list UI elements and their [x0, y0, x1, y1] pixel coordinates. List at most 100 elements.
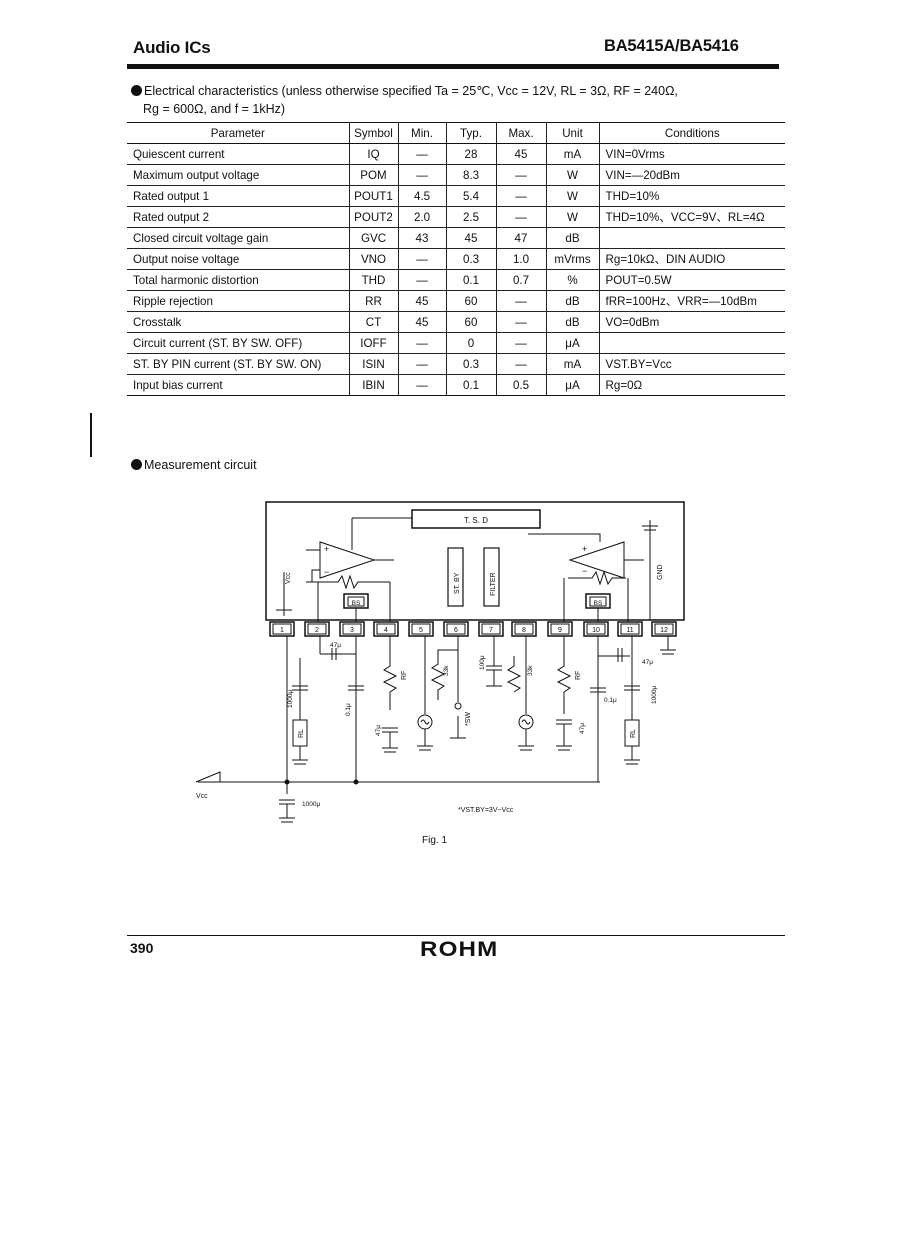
table-cell: 28	[445, 143, 496, 165]
table-header-cell: Conditions	[598, 122, 785, 144]
table-cell: ST. BY PIN current (ST. BY SW. ON)	[127, 353, 349, 375]
table-cell: —	[397, 269, 446, 291]
table-cell: 60	[445, 311, 496, 333]
table-cell: Ripple rejection	[127, 290, 349, 312]
table-cell: mA	[545, 143, 599, 165]
table-cell: —	[397, 143, 446, 165]
c1000-bottom-label: 1000μ	[302, 801, 320, 808]
c1000-label-left: 1000μ	[287, 690, 294, 708]
pin-box: 1	[269, 621, 295, 637]
table-header-cell: Min.	[397, 122, 446, 144]
table-cell: POUT1	[348, 185, 398, 207]
table-cell: —	[495, 332, 546, 354]
amplifier-right	[568, 541, 625, 579]
pin-box: 7	[478, 621, 504, 637]
table-cell: IBIN	[348, 374, 398, 396]
pin-box-outline	[339, 621, 365, 637]
table-cell: Maximum output voltage	[127, 164, 349, 186]
pin-box-inner	[446, 623, 466, 635]
table-cell: Input bias current	[127, 374, 349, 396]
table-cell: VIN=0Vrms	[598, 143, 785, 165]
pin-box: 10	[583, 621, 609, 637]
table-cell: CT	[348, 311, 398, 333]
table-cell: 0.1	[445, 374, 496, 396]
standby-voltage-note: *VST.BY=3V~Vcc	[458, 807, 514, 814]
table-cell: Rated output 2	[127, 206, 349, 228]
c47-label-11: 47μ	[642, 659, 653, 666]
figure-label: Fig. 1	[422, 835, 447, 846]
footer-rule	[127, 935, 785, 936]
c01-label-right: 0.1μ	[604, 697, 617, 704]
c100-label: 100μ	[479, 655, 486, 670]
r33k-label-6: 33k	[443, 665, 450, 676]
table-cell: 0	[445, 332, 496, 354]
table-cell: —	[397, 353, 446, 375]
pin-number: 7	[489, 627, 493, 634]
pin-box-outline	[651, 621, 677, 637]
table-cell: 5.4	[445, 185, 496, 207]
table-cell: 2.5	[445, 206, 496, 228]
table-row: Circuit current (ST. BY SW. OFF)IOFF—0—μ…	[127, 332, 785, 354]
table-cell: IQ	[348, 143, 398, 165]
table-cell: Rated output 1	[127, 185, 349, 207]
table-cell: 2.0	[397, 206, 446, 228]
table-cell: Output noise voltage	[127, 248, 349, 270]
table-cell: 43	[397, 227, 446, 249]
bullet-icon	[131, 459, 142, 470]
pin-box: 5	[408, 621, 434, 637]
pin-box: 9	[547, 621, 573, 637]
table-cell: W	[545, 164, 599, 186]
pin-box-outline	[408, 621, 434, 637]
vcc-inner-label: Vcc	[285, 572, 292, 584]
table-cell: —	[495, 353, 546, 375]
table-cell	[598, 332, 785, 354]
pin-box: 12	[651, 621, 677, 637]
c47-label-9: 47μ	[579, 723, 586, 734]
pin-number: 11	[626, 627, 633, 634]
table-cell: POUT2	[348, 206, 398, 228]
table-cell: —	[495, 164, 546, 186]
table-cell: Rg=10kΩ、DIN AUDIO	[598, 248, 785, 270]
rl-label-right: RL	[630, 729, 637, 738]
conditions-line-1: Electrical characteristics (unless other…	[131, 83, 678, 98]
pin-box-outline	[547, 621, 573, 637]
revision-bar	[90, 413, 92, 457]
sw-label: *SW	[465, 712, 472, 726]
table-cell: —	[495, 185, 546, 207]
pin-box-outline	[373, 621, 399, 637]
table-cell: VIN=—20dBm	[598, 164, 785, 186]
rl-label-left: RL	[298, 729, 305, 738]
pin-number: 2	[315, 627, 319, 634]
measurement-circuit-diagram: T. S. D ST. BY FILTER + − Vcc BS + − GND…	[195, 501, 685, 846]
bs-label-left: BS	[352, 600, 361, 607]
table-cell: POUT=0.5W	[598, 269, 785, 291]
table-cell: 45	[495, 143, 546, 165]
table-cell: —	[495, 311, 546, 333]
r33k-label-8: 33k	[527, 665, 534, 676]
table-cell: 0.5	[495, 374, 546, 396]
table-cell: 4.5	[397, 185, 446, 207]
table-cell: 0.7	[495, 269, 546, 291]
table-cell: dB	[545, 311, 599, 333]
measurement-title: Measurement circuit	[131, 458, 257, 472]
table-cell: dB	[545, 290, 599, 312]
pin-box: 4	[373, 621, 399, 637]
pin-number: 1	[280, 627, 284, 634]
table-cell: 60	[445, 290, 496, 312]
table-cell: —	[397, 332, 446, 354]
table-cell: 0.1	[445, 269, 496, 291]
header-rule	[127, 64, 779, 69]
pin-number: 4	[384, 627, 388, 634]
pin-number: 6	[454, 627, 458, 634]
pin-box-inner	[586, 623, 606, 635]
gnd-label: GND	[657, 564, 664, 580]
pin-number: 12	[660, 627, 668, 634]
table-cell: Quiescent current	[127, 143, 349, 165]
table-cell: 47	[495, 227, 546, 249]
table-cell: W	[545, 185, 599, 207]
